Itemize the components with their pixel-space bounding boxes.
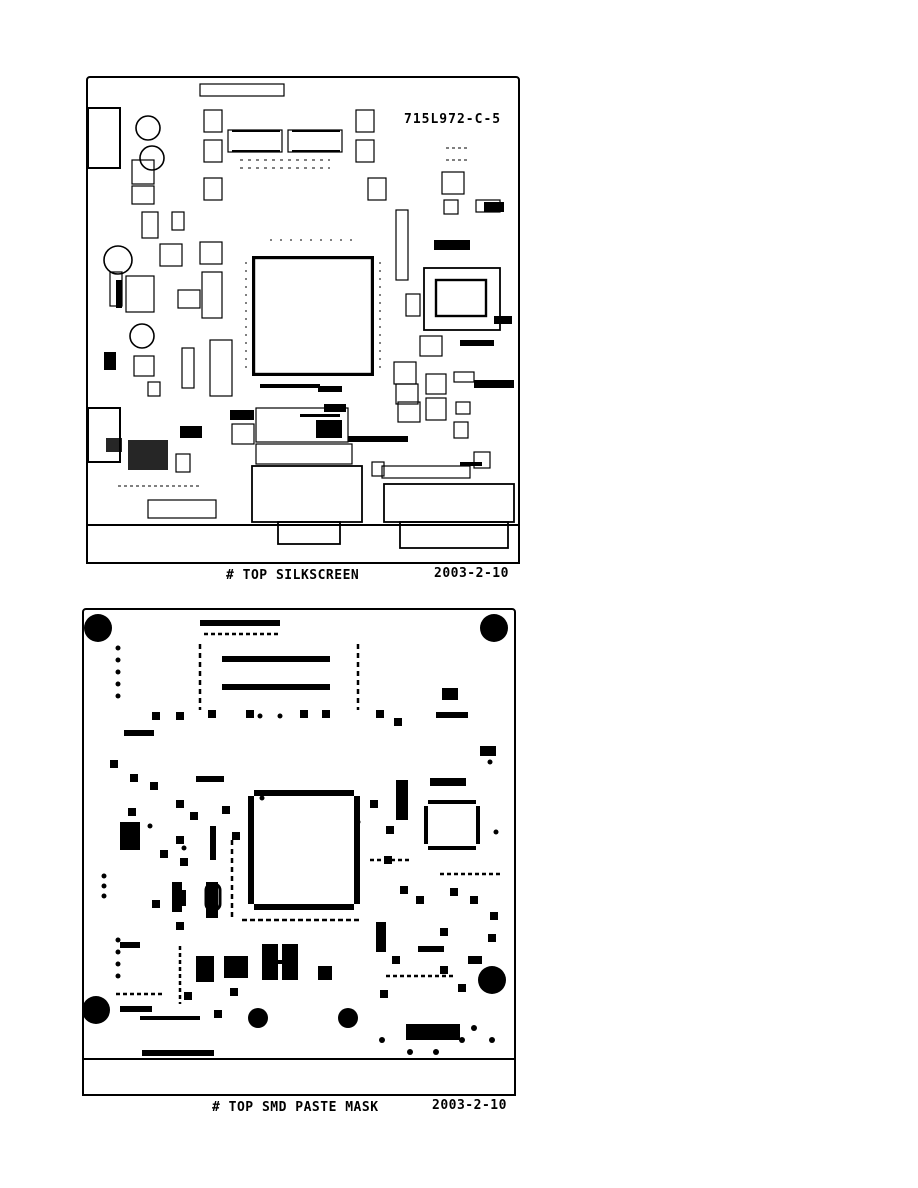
silkscreen-panel: 715L972-C-5 # TOP SILKSCREEN 2003-2-10 [86,76,520,583]
mount-hole-br [478,966,506,994]
cap-c4 [129,323,155,349]
ic-u1 [227,129,283,153]
paste-mask-panel: # TOP SMD PASTE MASK 2003-2-10 [0,600,918,1188]
mount-hole-tl [84,614,112,642]
mount-hole-bl [82,996,110,1024]
paste-mask-date: 2003-2-10 [432,1098,507,1113]
mount-hole-tr [480,614,508,642]
cap-c2 [139,145,165,171]
main-qfp-pads [254,790,354,796]
dvi-connector [383,483,515,523]
scaler-pads [428,800,476,804]
paste-mask-board-outline [82,608,516,1062]
ic-u2 [287,129,343,153]
paste-mask-bottom-strip [82,1058,516,1096]
left-connector-bottom [87,407,121,463]
paste-mask-caption: # TOP SMD PASTE MASK [212,1100,379,1115]
board-part-number: 715L972-C-5 [404,112,502,127]
cap-c3 [103,245,133,275]
vga-connector [251,465,363,523]
silkscreen-date: 2003-2-10 [434,566,509,581]
top-header [199,83,285,97]
left-connector-top [87,107,121,169]
paste-mask-artwork [82,614,508,1056]
silkscreen-caption: # TOP SILKSCREEN [226,568,360,583]
cap-c1 [135,115,161,141]
main-qfp-chip [252,256,374,376]
silkscreen-artwork [87,83,515,549]
scaler-chip [423,267,501,331]
memory-pads [222,656,330,662]
